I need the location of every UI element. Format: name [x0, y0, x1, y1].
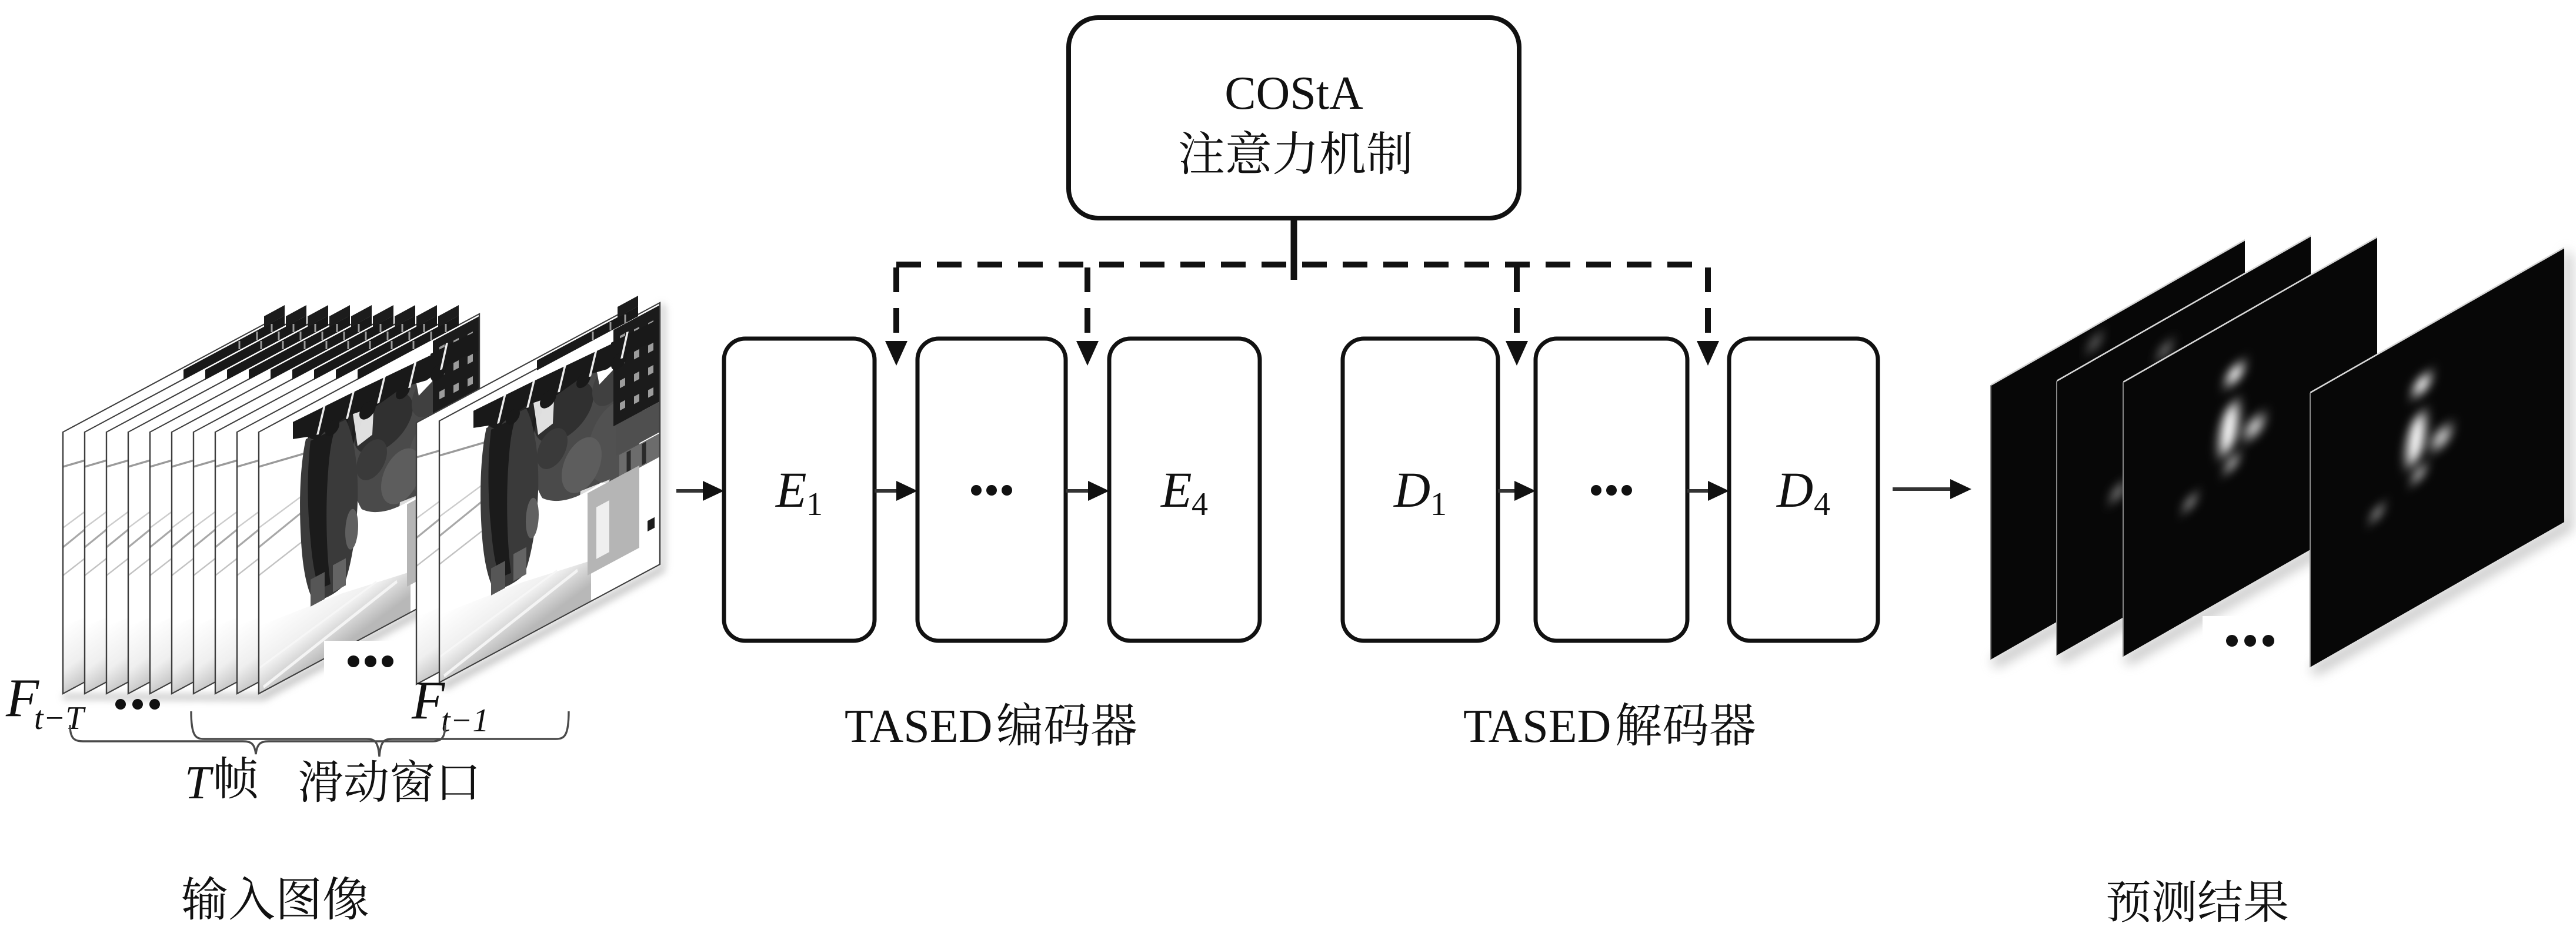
- svg-text:COStA: COStA: [1224, 68, 1363, 119]
- svg-text:1: 1: [1430, 486, 1447, 523]
- svg-text:E: E: [775, 461, 807, 518]
- svg-text:E: E: [1160, 461, 1192, 518]
- svg-text:4: 4: [1814, 486, 1830, 523]
- svg-text:4: 4: [1192, 486, 1208, 523]
- svg-text:TASED: TASED: [1463, 701, 1611, 752]
- svg-text:D: D: [1393, 461, 1430, 518]
- svg-text:F: F: [5, 668, 39, 728]
- svg-text:TASED: TASED: [845, 701, 992, 752]
- svg-text:T: T: [185, 757, 214, 809]
- svg-text:t−1: t−1: [441, 702, 489, 739]
- svg-text:F: F: [411, 670, 445, 730]
- svg-text:1: 1: [806, 486, 823, 523]
- svg-text:D: D: [1776, 461, 1813, 518]
- svg-text:t−T: t−T: [34, 700, 86, 737]
